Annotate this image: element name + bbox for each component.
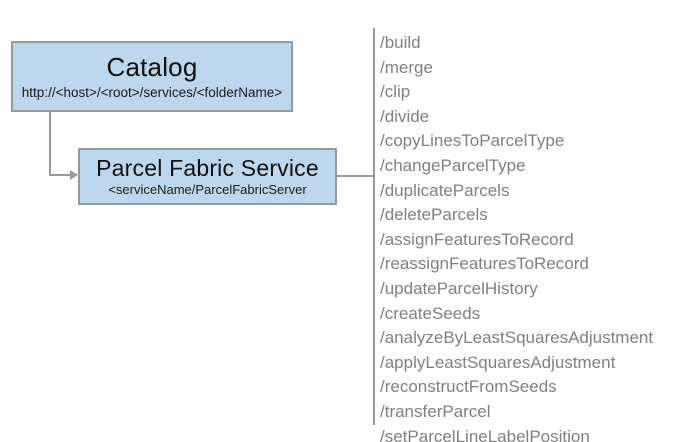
operation-item[interactable]: /setParcelLineLabelPosition — [380, 426, 590, 442]
operations-spine-line — [373, 28, 375, 425]
operation-item[interactable]: /transferParcel — [380, 401, 491, 421]
operation-item[interactable]: /copyLinesToParcelType — [380, 131, 565, 151]
catalog-node-title: Catalog — [106, 51, 198, 82]
operation-item[interactable]: /clip — [380, 82, 411, 102]
arrowhead-icon — [70, 170, 78, 180]
parcel-fabric-service-node-title: Parcel Fabric Service — [96, 155, 319, 182]
service-to-operations-connector — [337, 175, 375, 177]
operation-item[interactable]: /assignFeaturesToRecord — [380, 229, 574, 249]
operation-item[interactable]: /build — [380, 33, 421, 52]
operation-item[interactable]: /createSeeds — [380, 303, 481, 323]
operations-list: /build/merge/clip/divide/copyLinesToParc… — [380, 31, 653, 442]
catalog-node-subtitle: http://<host>/<root>/services/<folderNam… — [21, 85, 283, 101]
catalog-node[interactable]: Catalog http://<host>/<root>/services/<f… — [11, 41, 293, 112]
operation-item[interactable]: /reassignFeaturesToRecord — [380, 254, 589, 274]
operation-item[interactable]: /analyzeByLeastSquaresAdjustment — [380, 328, 654, 348]
parcel-fabric-service-node-subtitle: <serviceName/ParcelFabricServer — [108, 182, 307, 198]
operation-item[interactable]: /reconstructFromSeeds — [380, 377, 557, 397]
operation-item[interactable]: /merge — [380, 57, 433, 77]
operation-item[interactable]: /duplicateParcels — [380, 180, 510, 200]
operation-item[interactable]: /deleteParcels — [380, 205, 488, 225]
parcel-fabric-service-node[interactable]: Parcel Fabric Service <serviceName/Parce… — [78, 148, 337, 205]
catalog-to-service-horizontal-connector — [49, 174, 72, 176]
operation-item[interactable]: /divide — [380, 106, 430, 126]
operation-item[interactable]: /applyLeastSquaresAdjustment — [380, 352, 616, 372]
catalog-to-service-vertical-connector — [49, 112, 51, 176]
operation-item[interactable]: /changeParcelType — [380, 155, 526, 175]
operation-item[interactable]: /updateParcelHistory — [380, 278, 538, 298]
